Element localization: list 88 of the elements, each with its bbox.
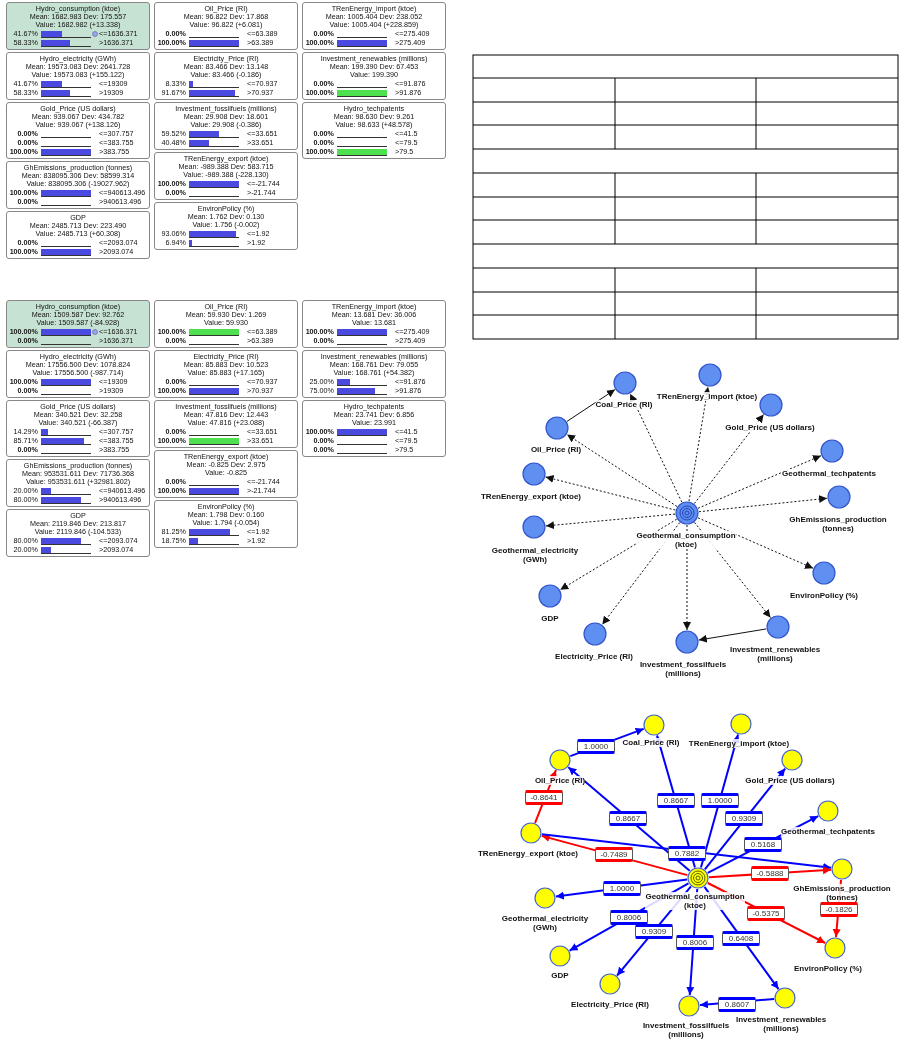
monitor-panel — [154, 102, 298, 150]
node-label: EnvironPolicy (%) — [794, 964, 862, 973]
node-label: EnvironPolicy (%) — [790, 591, 858, 600]
node-label: Investment_renewables (millions) — [730, 645, 820, 663]
edge-label: -0.5375 — [747, 905, 785, 921]
edge-label: -0.7489 — [595, 846, 633, 862]
node-label: TRenEnergy_import (ktoe) — [688, 739, 790, 748]
arrow — [683, 524, 691, 631]
edge-label: 1.0000 — [603, 880, 641, 896]
node-label: Geothermal_techpatents — [782, 469, 876, 478]
edge-label: 0.8006 — [676, 934, 714, 950]
monitor-panel — [154, 2, 298, 50]
monitor-panel — [6, 211, 150, 259]
arrow — [601, 522, 681, 625]
monitor-panel — [154, 52, 298, 100]
arrow — [697, 455, 822, 509]
edge-label: 0.8667 — [657, 792, 695, 808]
edge-label: 0.7882 — [668, 845, 706, 861]
edge-label: -0.8641 — [525, 789, 563, 805]
monitor-panel — [302, 350, 446, 398]
edge-label: 0.9309 — [725, 810, 763, 826]
edge-label: 1.0000 — [701, 792, 739, 808]
edge-label: 0.9309 — [635, 923, 673, 939]
monitor-panel — [6, 102, 150, 159]
monitor-panel — [154, 300, 298, 348]
monitor-panel — [302, 102, 446, 159]
arrow — [566, 389, 616, 422]
monitor-panel — [6, 161, 150, 209]
arrow — [698, 628, 767, 643]
edge-label: 0.8006 — [610, 909, 648, 925]
monitor-panel — [302, 300, 446, 348]
arrow — [697, 517, 814, 569]
edge-label: -0.5888 — [751, 865, 789, 881]
node-label: Electricity_Price (RI) — [571, 1000, 649, 1009]
node-label: Geothermal_consumption (ktoe) — [645, 892, 745, 910]
node-label: Geothermal_electricity (GWh) — [500, 914, 590, 932]
node-label: Oil_Price (RI) — [534, 776, 586, 785]
arrow — [694, 521, 771, 619]
node-label: Oil_Price (RI) — [530, 445, 582, 454]
monitor-panel — [154, 152, 298, 200]
monitor-panel — [6, 509, 150, 557]
monitor-panel — [154, 500, 298, 548]
node-label: TRenEnergy_export (ktoe) — [481, 492, 581, 501]
monitor-panel — [154, 400, 298, 448]
monitor-panel — [6, 400, 150, 457]
node-label: GhEmissions_production (tonnes) — [788, 515, 888, 533]
arrow — [566, 434, 678, 507]
node-label: Gold_Price (US dollars) — [725, 423, 815, 432]
monitor-panel — [154, 450, 298, 498]
node-label: Electricity_Price (RI) — [555, 652, 633, 661]
node-label: Gold_Price (US dollars) — [745, 776, 835, 785]
arrow — [559, 518, 678, 591]
monitor-panel — [6, 459, 150, 507]
node-label: GDP — [551, 971, 569, 980]
monitor-panel — [154, 202, 298, 250]
edge-label: 0.6408 — [722, 930, 760, 946]
arrow — [540, 833, 833, 871]
arrow — [699, 733, 740, 869]
arrow — [698, 495, 828, 513]
arrow — [545, 475, 676, 511]
node-label: Geothermal_electricity (GWh) — [490, 546, 580, 564]
edge-label: 0.8667 — [609, 810, 647, 826]
edge-label: 0.5168 — [744, 836, 782, 852]
node-label: Geothermal_consumption (ktoe) — [636, 531, 736, 549]
monitor-panel — [154, 350, 298, 398]
arrow — [693, 413, 765, 505]
node-label: GDP — [541, 614, 559, 623]
arrow — [688, 386, 711, 502]
node-label: Geothermal_techpatents — [781, 827, 875, 836]
node-label: GhEmissions_production (tonnes) — [792, 884, 892, 902]
monitor-panel — [6, 52, 150, 100]
node-label: Investment_fossilfuels (millions) — [641, 1021, 731, 1039]
monitor-panel — [302, 52, 446, 100]
monitor-panel — [302, 400, 446, 457]
monitor-panel — [6, 350, 150, 398]
edge-label: 1.0000 — [577, 738, 615, 754]
monitor-panel — [6, 300, 150, 348]
node-label: TRenEnergy_import (ktoe) — [656, 392, 758, 401]
node-label: Investment_fossilfuels (millions) — [638, 660, 728, 678]
node-label: TRenEnergy_export (ktoe) — [478, 849, 578, 858]
node-label: Investment_renewables (millions) — [736, 1015, 826, 1033]
arrow — [629, 393, 683, 503]
monitor-panel — [6, 2, 150, 50]
edge-label: 0.8607 — [718, 996, 756, 1012]
node-label: Coal_Price (RI) — [622, 738, 680, 747]
arrow — [545, 513, 676, 530]
monitor-panel — [302, 2, 446, 50]
node-label: Coal_Price (RI) — [595, 400, 653, 409]
